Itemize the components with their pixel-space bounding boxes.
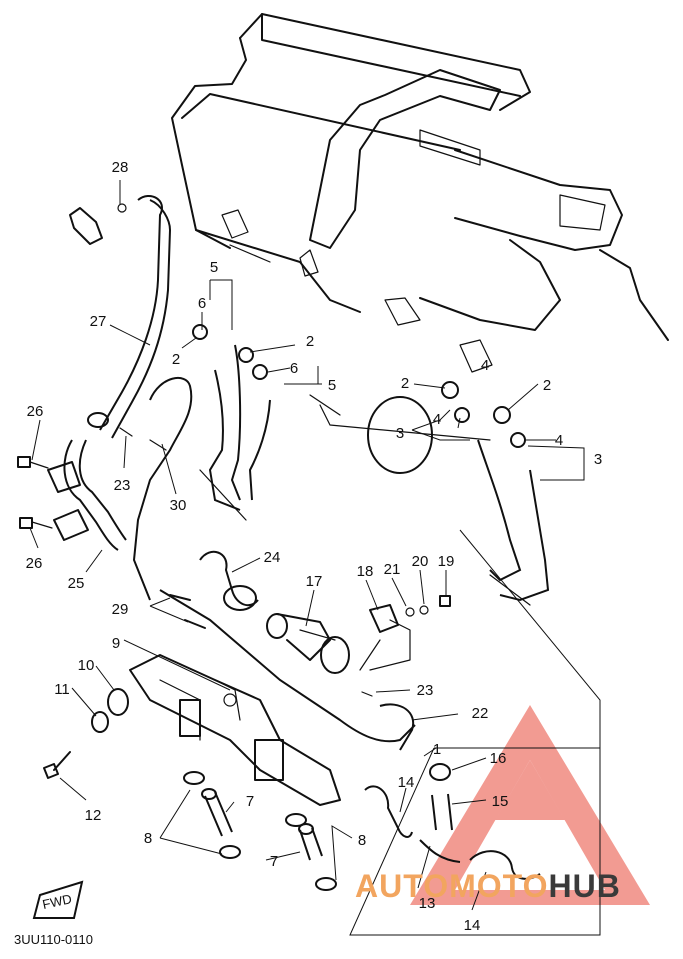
callout-2: 2 [172,351,180,368]
callout-4: 4 [555,432,563,449]
part-22-hose [361,691,415,751]
callout-27: 27 [90,313,107,330]
callout-22: 22 [472,705,489,722]
callout-16: 16 [490,750,507,767]
callout-20: 20 [412,553,429,570]
part-12-bolt [43,751,71,779]
callout-4: 4 [481,357,489,374]
part-15-hose [431,793,453,831]
callout-7: 7 [270,853,278,870]
callout-25: 25 [68,575,85,592]
callout-5: 5 [210,259,218,276]
callout-3: 3 [594,451,602,468]
diagram-code: 3UU110-0110 [14,932,93,947]
leader-lines [29,180,601,936]
callout-2: 2 [401,375,409,392]
callout-28: 28 [112,159,129,176]
callout-8: 8 [144,830,152,847]
callout-19: 19 [438,553,455,570]
watermark-logo [410,705,650,905]
callout-23: 23 [417,682,434,699]
callout-6: 6 [198,295,206,312]
part-11-collar [91,711,109,733]
part-9-unit [129,654,341,806]
watermark-brand: AUTOMOTOHUB [355,868,621,905]
part-17-valve [266,613,350,674]
part-16-cap [429,763,451,781]
callout-1: 1 [433,741,441,758]
callout-15: 15 [492,793,509,810]
fwd-badge-label: FWD [41,891,73,912]
watermark-brand-part2: HUB [548,868,621,904]
watermark-brand-part1: AUTOMOTO [355,868,549,904]
callout-9: 9 [112,635,120,652]
part-28-fitting [69,203,127,245]
callout-26: 26 [26,555,43,572]
callout-17: 17 [306,573,323,590]
fwd-badge: FWD [32,880,84,919]
part-24-hose [199,550,259,611]
part-7-hoses [201,788,323,861]
part-13-pipe [419,839,461,863]
callout-10: 10 [78,657,95,674]
part-29-hose [159,589,416,743]
callout-14: 14 [398,774,415,791]
callout-23: 23 [114,477,131,494]
part-26-bolts [17,456,53,529]
callout-2: 2 [543,377,551,394]
callout-5: 5 [328,377,336,394]
callout-2: 2 [306,333,314,350]
part-25-pipe [47,439,127,551]
callout-8: 8 [358,832,366,849]
part-14-hoses [364,785,541,880]
callout-26: 26 [27,403,44,420]
part-27-hose [87,195,172,439]
part-10-grommet [107,688,129,716]
part-18-bracket [359,595,451,671]
callout-18: 18 [357,563,374,580]
callout-11: 11 [54,681,70,698]
callout-3: 3 [396,425,404,442]
callout-4: 4 [433,411,441,428]
callout-30: 30 [170,497,187,514]
callout-21: 21 [384,561,401,578]
callout-13: 13 [419,895,436,912]
callout-7: 7 [246,793,254,810]
callout-24: 24 [264,549,281,566]
part-8-clamps [183,771,337,891]
callout-6: 6 [290,360,298,377]
callout-14: 14 [464,917,481,934]
engine-block [171,13,669,441]
callout-labels: 1 2 2 2 2 3 3 4 4 4 5 5 6 6 7 7 8 8 9 10… [26,159,603,934]
part-5-pipes [192,324,271,521]
part-30-hose [119,377,193,601]
callout-12: 12 [85,807,102,824]
callout-29: 29 [112,601,129,618]
part-3-pipes [367,381,550,606]
